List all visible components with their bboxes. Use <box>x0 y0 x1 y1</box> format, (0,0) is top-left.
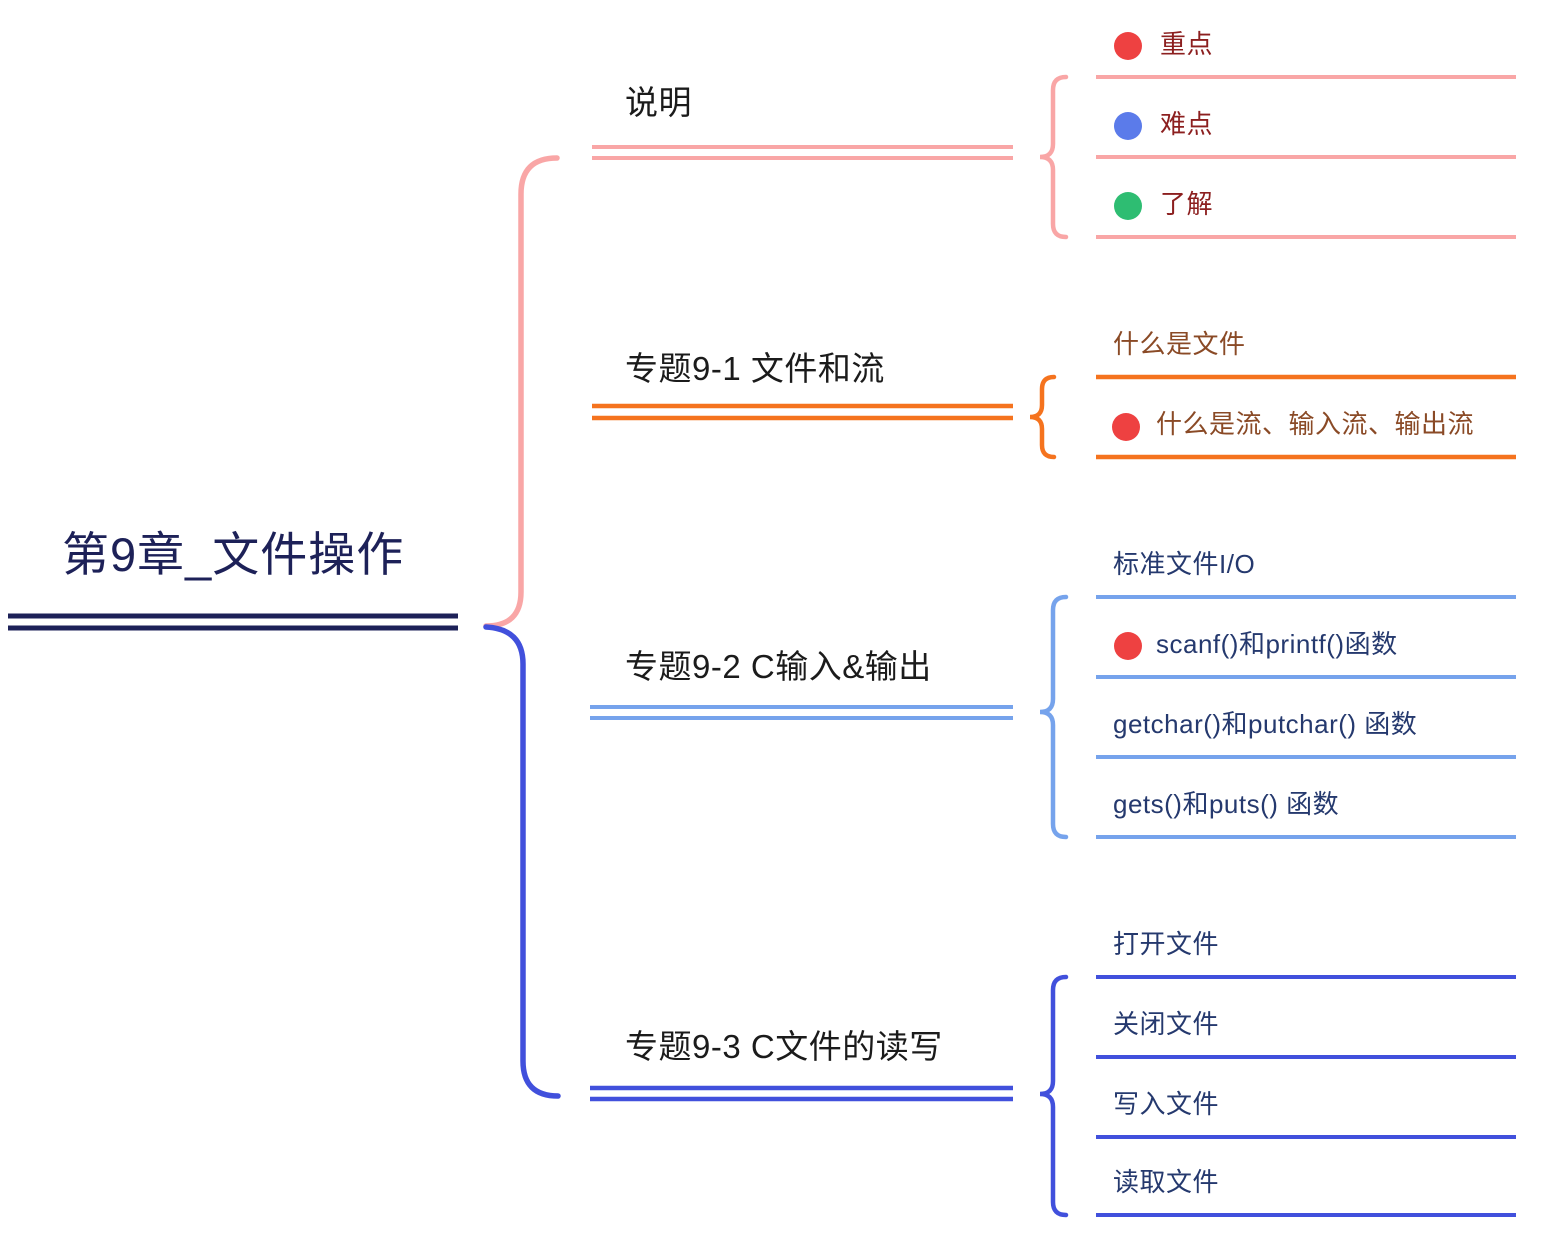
subtopic-write-file[interactable]: 写入文件 <box>1113 1089 1220 1119</box>
marker-red-icon <box>1114 632 1142 660</box>
root-brace-upper <box>483 155 560 629</box>
subtopic-what-is-file[interactable]: 什么是文件 <box>1113 329 1246 359</box>
topic3-children-brace <box>1039 594 1069 840</box>
topic2-children-brace <box>1029 374 1057 460</box>
subtopic-what-is-stream[interactable]: 什么是流、输入流、输出流 <box>1156 409 1475 439</box>
marker-red-icon <box>1114 32 1142 60</box>
topic-9-2[interactable]: 专题9-2 C输入&输出 <box>625 648 932 685</box>
subtopic-liaojie[interactable]: 了解 <box>1160 189 1214 219</box>
subtopic-getchar-putchar[interactable]: getchar()和putchar() 函数 <box>1113 709 1418 739</box>
subtopic-close-file[interactable]: 关闭文件 <box>1113 1009 1220 1039</box>
topic1-children-brace <box>1039 74 1069 240</box>
marker-green-icon <box>1114 192 1142 220</box>
root-brace-lower <box>483 624 561 1099</box>
marker-red-icon <box>1112 413 1140 441</box>
subtopic-read-file[interactable]: 读取文件 <box>1113 1167 1220 1197</box>
subtopic-scanf-printf[interactable]: scanf()和printf()函数 <box>1156 629 1398 659</box>
topic4-children-brace <box>1039 974 1069 1218</box>
subtopic-standard-file-io[interactable]: 标准文件I/O <box>1113 549 1256 579</box>
subtopic-gets-puts[interactable]: gets()和puts() 函数 <box>1113 789 1340 819</box>
topic-shuoming[interactable]: 说明 <box>625 84 692 121</box>
topic-9-1[interactable]: 专题9-1 文件和流 <box>625 350 885 387</box>
marker-blue-icon <box>1114 112 1142 140</box>
subtopic-open-file[interactable]: 打开文件 <box>1113 929 1220 959</box>
topic-9-3[interactable]: 专题9-3 C文件的读写 <box>625 1028 943 1065</box>
subtopic-nandian[interactable]: 难点 <box>1160 109 1214 139</box>
root-topic[interactable]: 第9章_文件操作 <box>62 528 405 581</box>
subtopic-zhongdian[interactable]: 重点 <box>1160 29 1214 59</box>
